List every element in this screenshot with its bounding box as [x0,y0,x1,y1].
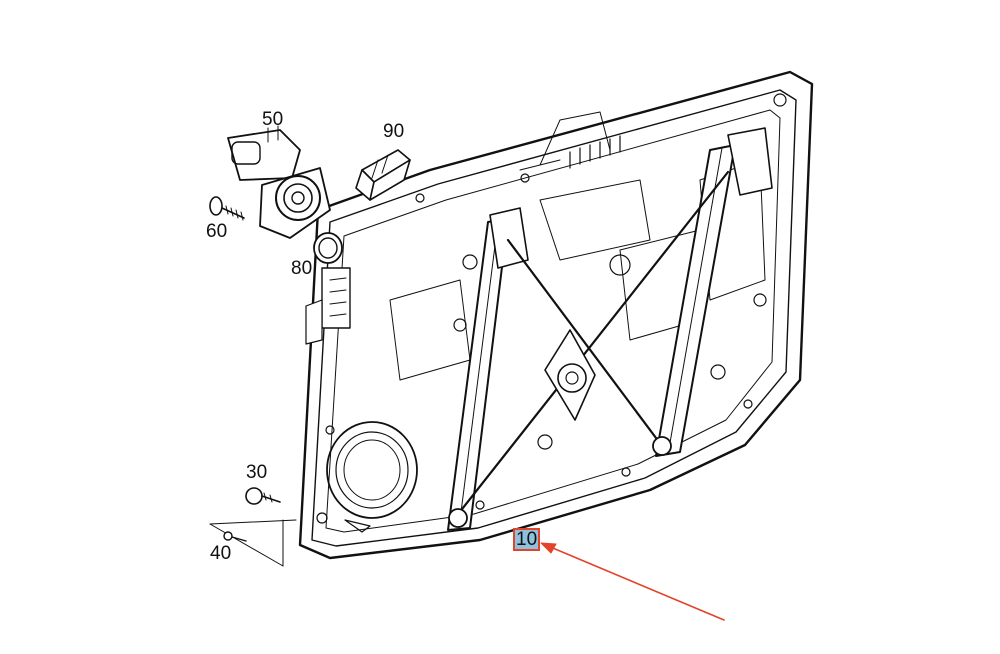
bolt-icon [209,196,245,221]
callout-30: 30 [246,462,268,483]
screw-icon [209,519,297,567]
seal-ring-icon [313,232,343,264]
screw-icon [245,487,281,505]
callout-90: 90 [383,121,405,142]
bracket-clip-icon [355,149,411,201]
highlight-arrow [540,542,725,621]
callout-60: 60 [206,221,228,242]
window-motor-icon [227,125,331,239]
window-regulator-icon [447,127,773,531]
callout-50: 50 [262,109,284,130]
door-panel-icon [298,70,814,560]
callout-10-highlighted[interactable]: 10 [512,528,541,551]
callout-80: 80 [291,258,313,279]
callout-40: 40 [210,543,232,564]
